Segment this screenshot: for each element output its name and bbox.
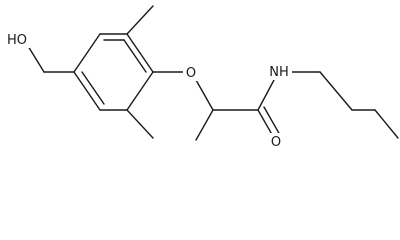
hydroxyl-group: HO [4, 30, 30, 48]
benzene-ring [73, 33, 154, 111]
ring-bond [73, 33, 101, 73]
amide-nitrogen: NH [266, 62, 292, 80]
carbonyl-oxygen-label: O [271, 135, 281, 150]
ring-bond [126, 71, 154, 111]
o-ch-bond [195, 79, 214, 111]
molecule-drawing: HO O NH O [4, 5, 399, 150]
ring-bond [73, 71, 101, 111]
butyl-bond [374, 109, 399, 139]
ether-oxygen-label: O [186, 66, 196, 81]
c-oh-bond [27, 45, 45, 73]
ring-double-bond [123, 39, 147, 73]
structure-diagram: HO O NH O [4, 5, 399, 150]
butyl-bond [319, 71, 353, 111]
ring-bond [126, 33, 154, 73]
carbonyl-double-bond [263, 106, 281, 136]
ether-oxygen: O [183, 63, 199, 81]
hydroxyl-label: HO [7, 33, 27, 48]
carbonyl-n-bond [257, 79, 275, 111]
methyl-bond-top [126, 5, 154, 35]
carbonyl-oxygen: O [268, 133, 284, 150]
alpha-methyl-bond [195, 109, 214, 141]
ring-double-bond [81, 71, 105, 105]
methyl-bond-bottom [126, 109, 154, 139]
amide-nitrogen-label: NH [269, 65, 289, 80]
